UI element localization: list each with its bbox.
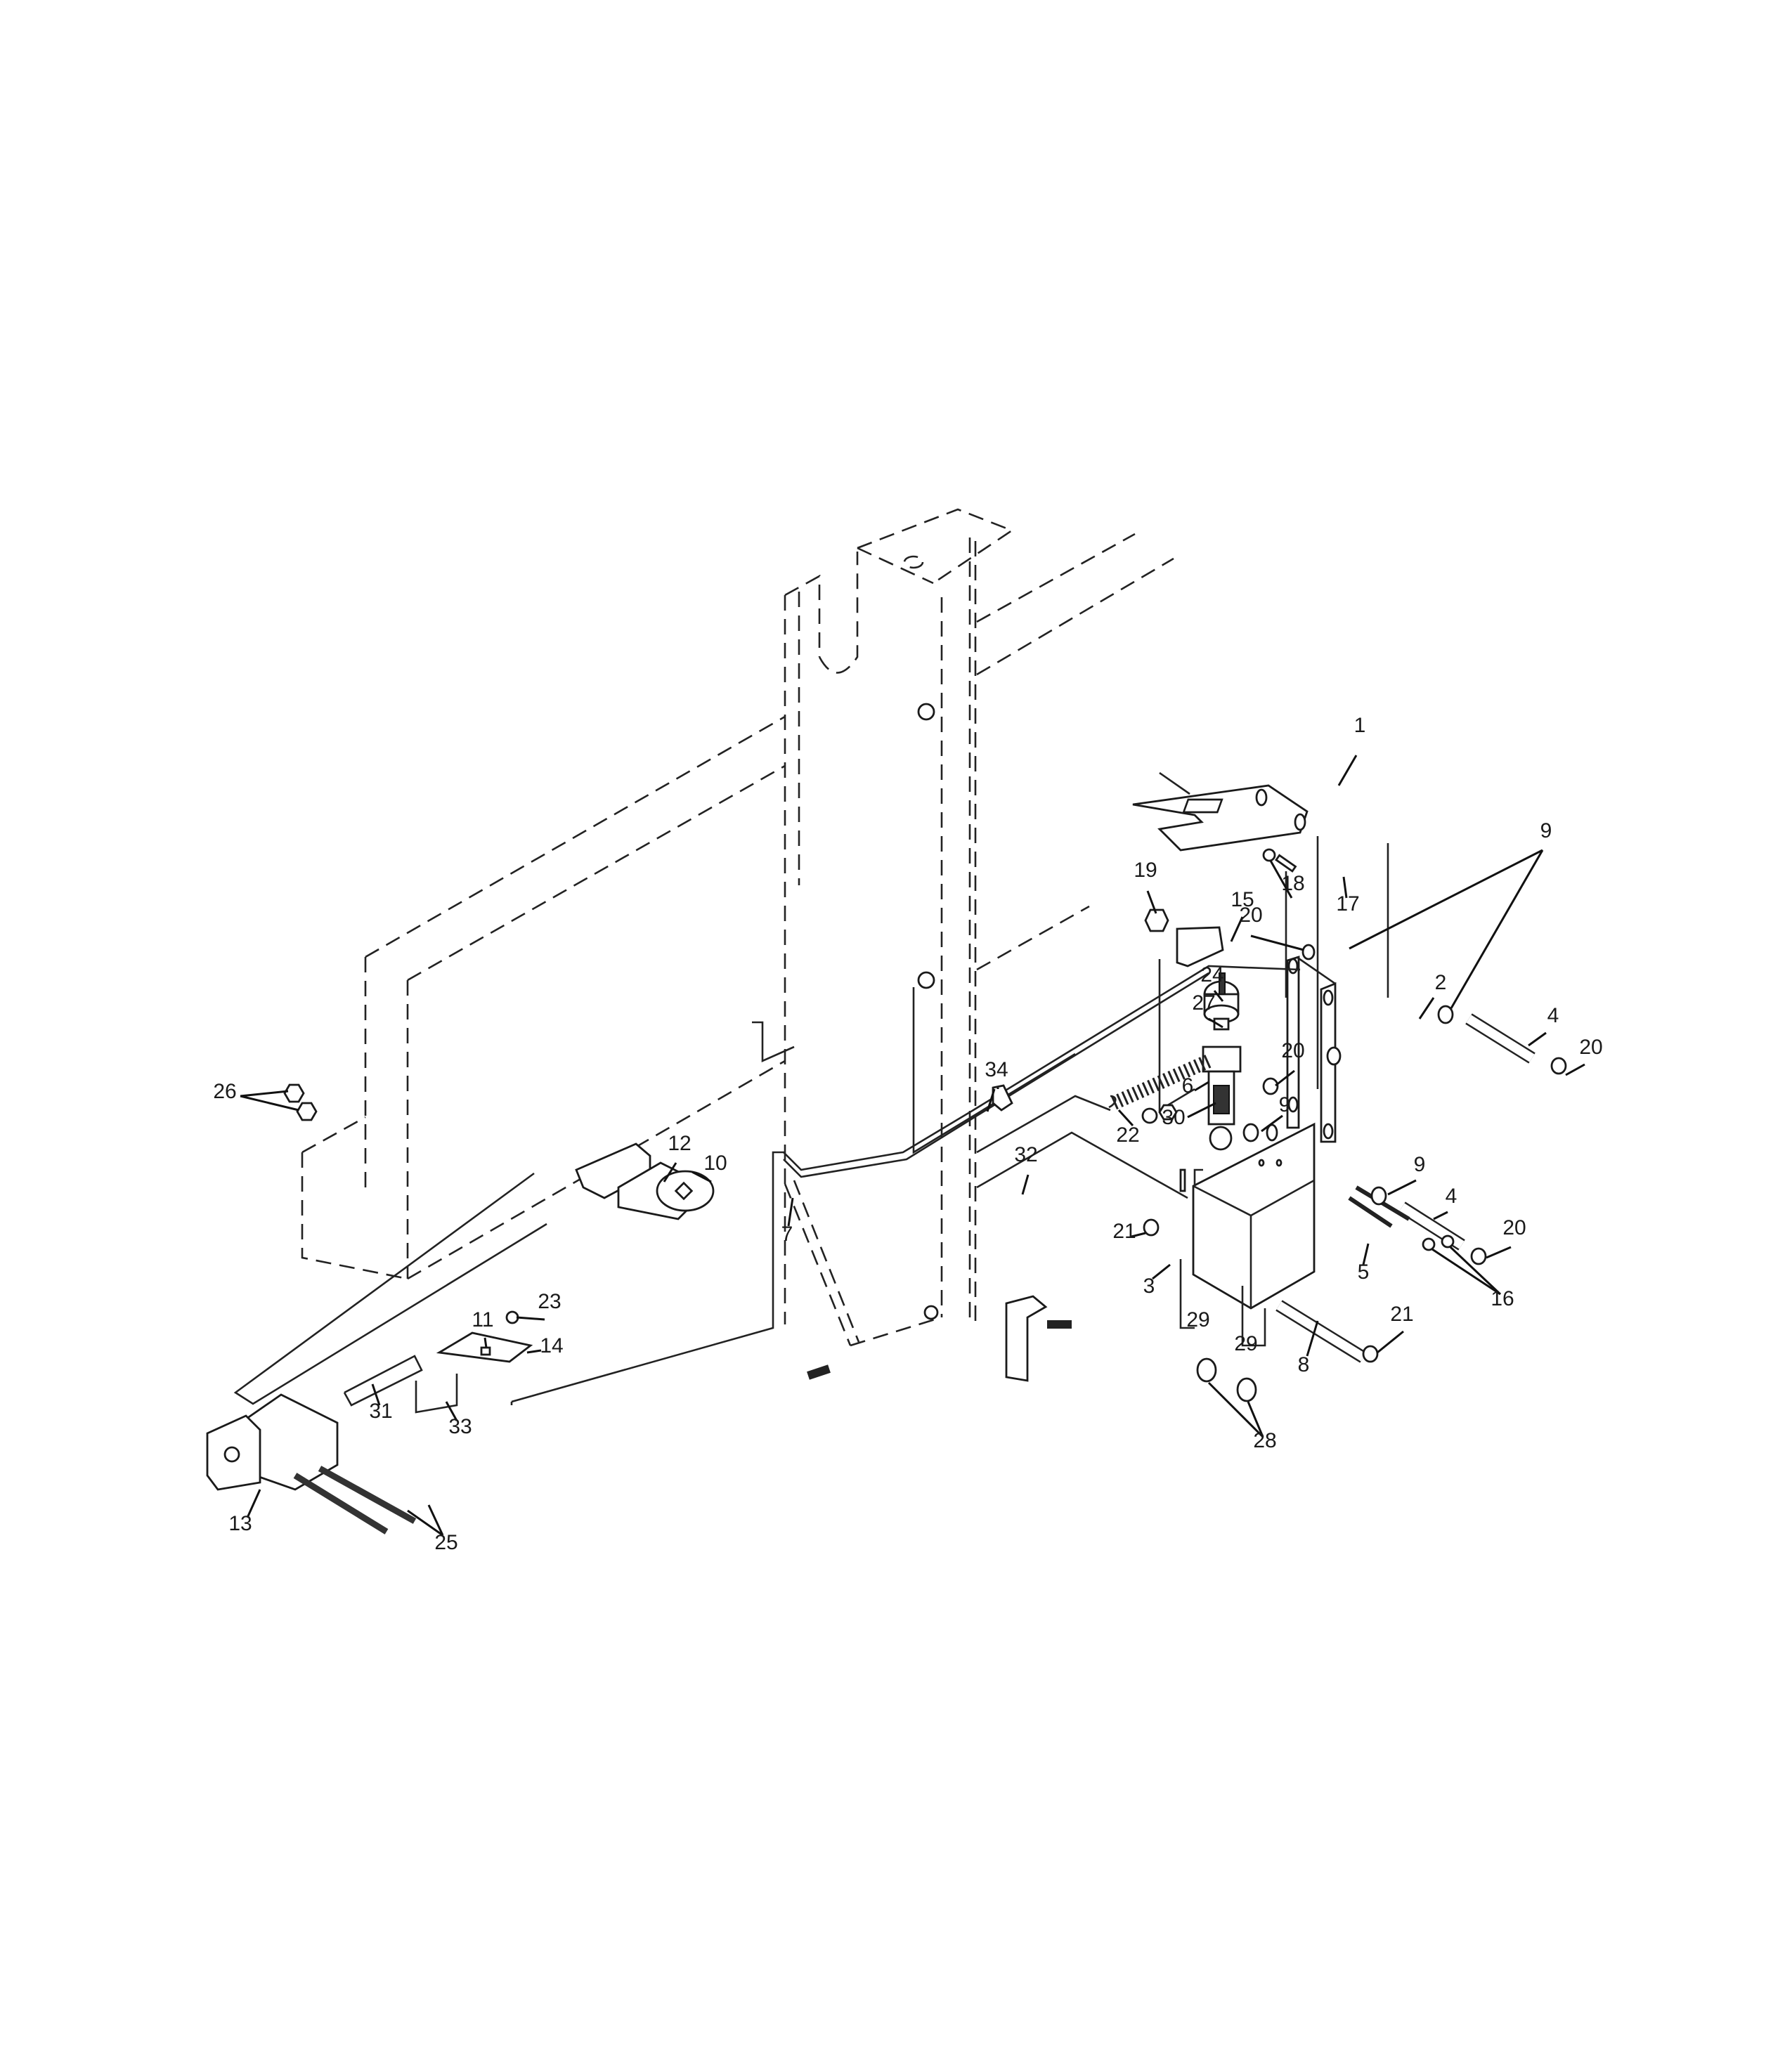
part-20-clip — [1301, 944, 1316, 960]
part-8-pin — [1275, 1300, 1367, 1363]
callout-4b: 4 — [1446, 1185, 1457, 1208]
callout-3: 3 — [1143, 1275, 1155, 1298]
post-nut — [917, 703, 935, 721]
part-26-nut — [283, 1083, 305, 1103]
callout-21a: 21 — [1112, 1220, 1136, 1243]
pins — [1275, 1013, 1535, 1363]
nut — [923, 1305, 939, 1320]
callout-27: 27 — [1192, 991, 1215, 1015]
leader-lines — [240, 755, 1585, 1537]
solid-wireframe — [233, 836, 1389, 1405]
part-15-block — [1176, 926, 1224, 967]
part-2-plates — [1286, 956, 1337, 1143]
callout-15: 15 — [1231, 888, 1254, 911]
callout-20b: 20 — [1579, 1036, 1602, 1059]
callout-labels: 1234456789991011121314151617181920202020… — [213, 714, 1602, 1554]
callout-2: 2 — [1435, 971, 1447, 994]
part-34-bracket — [992, 1084, 1013, 1112]
callout-32: 32 — [1014, 1143, 1037, 1166]
part-20-clip — [1550, 1057, 1567, 1075]
callout-17: 17 — [1336, 892, 1359, 916]
part-23-nut — [505, 1310, 519, 1324]
callout-24: 24 — [1200, 963, 1223, 986]
part-25-screw — [318, 1466, 417, 1524]
callout-6: 6 — [1182, 1074, 1194, 1097]
callout-30: 30 — [1162, 1106, 1185, 1129]
callout-33: 33 — [448, 1415, 472, 1438]
callout-9b: 9 — [1279, 1093, 1291, 1116]
callout-29b: 29 — [1234, 1332, 1257, 1355]
callout-16: 16 — [1491, 1287, 1514, 1310]
part-30-nut-washer — [1141, 1104, 1178, 1124]
callout-12: 12 — [668, 1132, 691, 1155]
callout-19: 19 — [1134, 859, 1157, 882]
callout-4a: 4 — [1547, 1004, 1559, 1027]
part-31-pin — [343, 1355, 423, 1407]
part-32-bracket — [1005, 1295, 1048, 1382]
callout-8: 8 — [1298, 1353, 1310, 1376]
callout-21b: 21 — [1390, 1303, 1413, 1326]
part-19-nut — [1144, 908, 1169, 932]
callout-29a: 29 — [1186, 1308, 1209, 1331]
bolt — [807, 1364, 831, 1380]
part-20-clip — [1470, 1247, 1487, 1265]
callout-5: 5 — [1358, 1260, 1370, 1284]
dashed-frame-structure — [301, 508, 1174, 1347]
part-9-bushing — [1437, 1005, 1454, 1024]
callout-22: 22 — [1116, 1123, 1139, 1147]
part-21-clip — [1143, 1218, 1160, 1237]
callout-14: 14 — [540, 1334, 563, 1357]
part-25-screw — [293, 1473, 389, 1534]
callout-34: 34 — [985, 1058, 1008, 1081]
part-17-bolt — [1275, 854, 1297, 873]
part-16-nut — [1441, 1234, 1455, 1249]
callout-18: 18 — [1281, 872, 1304, 895]
callout-9c: 9 — [1414, 1153, 1426, 1176]
lower-left-hardware — [343, 1310, 533, 1414]
callout-23: 23 — [538, 1290, 561, 1313]
callout-11: 11 — [472, 1308, 493, 1331]
part-22-spring — [783, 965, 1301, 1178]
callout-20a: 20 — [1239, 904, 1262, 927]
part-28-collars — [1179, 1259, 1266, 1402]
part-3-housing — [1179, 1122, 1316, 1310]
part-1-bracket — [1132, 771, 1309, 852]
part-21-clip — [1362, 1345, 1379, 1363]
callout-10: 10 — [703, 1152, 727, 1175]
callout-20c: 20 — [1281, 1039, 1304, 1062]
part-16-nut — [1422, 1237, 1436, 1251]
part-9-bushing — [1242, 1123, 1259, 1142]
callout-25: 25 — [434, 1531, 457, 1554]
part-9-bushing — [1370, 1186, 1387, 1206]
callout-20d: 20 — [1502, 1216, 1526, 1239]
callout-9a: 9 — [1540, 819, 1552, 842]
part-20-clip — [1262, 1077, 1279, 1095]
callout-26: 26 — [213, 1080, 236, 1103]
part-13-block — [206, 1083, 417, 1534]
part-6-cylinder — [1202, 972, 1242, 1151]
part-4-pin-upper — [1465, 1013, 1535, 1064]
callout-7: 7 — [781, 1223, 793, 1246]
callout-1: 1 — [1354, 714, 1366, 737]
callout-31: 31 — [369, 1400, 392, 1423]
callout-13: 13 — [228, 1512, 252, 1535]
small-hardware — [1143, 848, 1567, 1363]
part-9-bushing — [1326, 1046, 1342, 1066]
left-brackets — [807, 703, 1072, 1382]
part-10-12-brackets — [575, 1142, 715, 1220]
post-nut — [917, 971, 935, 989]
part-18-washer — [1262, 848, 1276, 862]
part-33-u-pin — [415, 1374, 458, 1414]
part-26-nut — [296, 1102, 318, 1121]
callout-28: 28 — [1253, 1429, 1276, 1452]
